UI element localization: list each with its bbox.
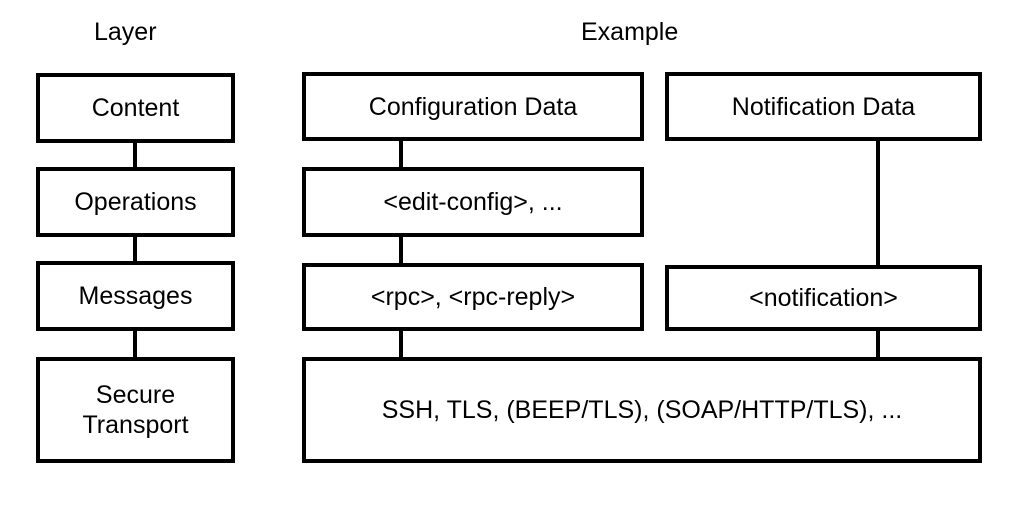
connector-messages-transport: [133, 328, 137, 360]
connector-content-operations: [133, 140, 137, 170]
connector-configdata-editconfig: [399, 138, 403, 170]
notification-data-box: Notification Data: [665, 72, 982, 141]
edit-config-box: <edit-config>, ...: [302, 167, 644, 237]
connector-notification-transport: [876, 328, 880, 360]
layer-column-header: Layer: [94, 18, 157, 46]
notification-label: <notification>: [749, 284, 898, 312]
edit-config-label: <edit-config>, ...: [383, 188, 563, 216]
layer-messages-label: Messages: [78, 282, 193, 310]
connector-operations-messages: [133, 234, 137, 264]
configuration-data-label: Configuration Data: [368, 92, 578, 121]
transport-examples-box: SSH, TLS, (BEEP/TLS), (SOAP/HTTP/TLS), .…: [302, 357, 982, 463]
notification-data-label: Notification Data: [731, 92, 916, 121]
rpc-box: <rpc>, <rpc-reply>: [302, 263, 644, 331]
connector-notificationdata-notification: [876, 138, 880, 268]
layer-messages-box: Messages: [36, 261, 235, 331]
transport-examples-label: SSH, TLS, (BEEP/TLS), (SOAP/HTTP/TLS), .…: [381, 396, 903, 424]
connector-editconfig-rpc: [399, 234, 403, 266]
layer-secure-transport-box: Secure Transport: [36, 357, 235, 463]
example-column-header: Example: [581, 18, 679, 46]
layer-operations-box: Operations: [36, 167, 235, 237]
layer-content-label: Content: [91, 94, 180, 122]
notification-box: <notification>: [665, 265, 982, 331]
layer-content-box: Content: [36, 73, 235, 143]
configuration-data-box: Configuration Data: [302, 72, 644, 141]
layer-secure-transport-label: Secure Transport: [82, 381, 189, 439]
layer-operations-label: Operations: [74, 188, 197, 216]
rpc-label: <rpc>, <rpc-reply>: [370, 283, 576, 311]
connector-rpc-transport: [399, 328, 403, 360]
